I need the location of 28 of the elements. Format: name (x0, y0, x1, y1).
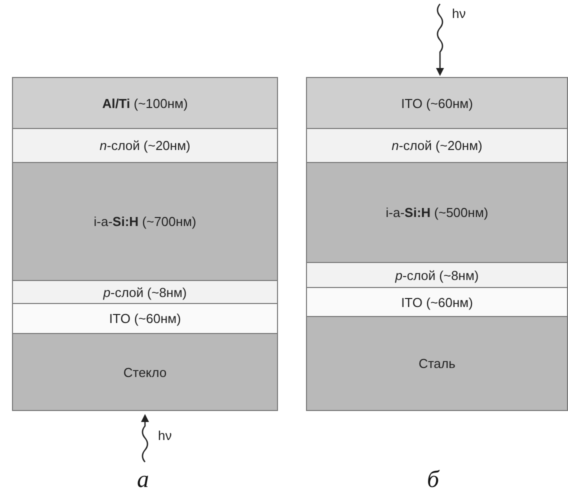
ito-layer (306, 287, 568, 317)
steel-substrate (306, 316, 568, 411)
n-layer (306, 128, 568, 163)
ito-layer (306, 77, 568, 129)
layer-label: n-слой (~20нм) (392, 138, 482, 153)
photon-label: hν (158, 428, 172, 443)
layer-label: ITO (~60нм) (109, 311, 181, 326)
layer-label: i-a-Si:H (~700нм) (94, 214, 196, 229)
absorber-layer (12, 162, 278, 281)
n-layer (12, 128, 278, 163)
glass-substrate (12, 333, 278, 411)
layer-label: p-слой (~8нм) (103, 284, 187, 300)
p-layer (12, 280, 278, 304)
layer-label: ITO (~60нм) (401, 96, 473, 110)
layer-label: n-слой (~20нм) (100, 138, 190, 153)
panel-caption: б (427, 467, 440, 494)
metal-layer (12, 77, 278, 129)
layer-label: Стекло (123, 364, 167, 380)
ito-layer (12, 303, 278, 334)
panel-caption: а (137, 467, 149, 494)
layer-label: Сталь (418, 356, 456, 371)
layer-label: i-a-Si:H (~500нм) (386, 205, 488, 220)
layer-label: Al/Ti (~100нм) (102, 96, 188, 110)
layer-label: ITO (~60нм) (401, 294, 473, 310)
layer-label: p-слой (~8нм) (395, 268, 479, 282)
p-layer (306, 262, 568, 288)
photon-label: hν (452, 6, 466, 21)
absorber-layer (306, 162, 568, 263)
